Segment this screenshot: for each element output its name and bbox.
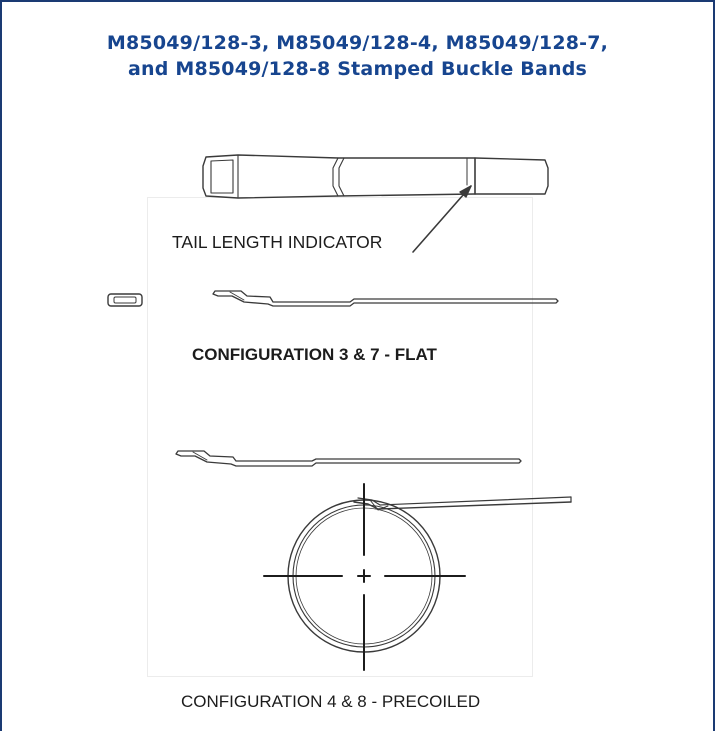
buckle-end-view [107, 293, 143, 307]
configuration-flat-label: CONFIGURATION 3 & 7 - FLAT [192, 345, 437, 364]
band-precoiled-side-view [175, 450, 522, 467]
title-line-2: and M85049/128-8 Stamped Buckle Bands [127, 58, 588, 80]
precoiled-ring [287, 496, 572, 653]
tail-indicator-arrow [412, 185, 472, 253]
drawing-panel [148, 198, 532, 676]
title-line-1: M85049/128-3, M85049/128-4, M85049/128-7… [106, 32, 609, 54]
tail-length-indicator-label: TAIL LENGTH INDICATOR [172, 232, 383, 252]
band-top-view [202, 154, 549, 199]
page-title: M85049/128-3, M85049/128-4, M85049/128-7… [0, 30, 715, 82]
configuration-precoiled-label: CONFIGURATION 4 & 8 - PRECOILED [181, 692, 481, 711]
band-flat-side-view [212, 290, 559, 307]
center-lines [263, 483, 466, 671]
